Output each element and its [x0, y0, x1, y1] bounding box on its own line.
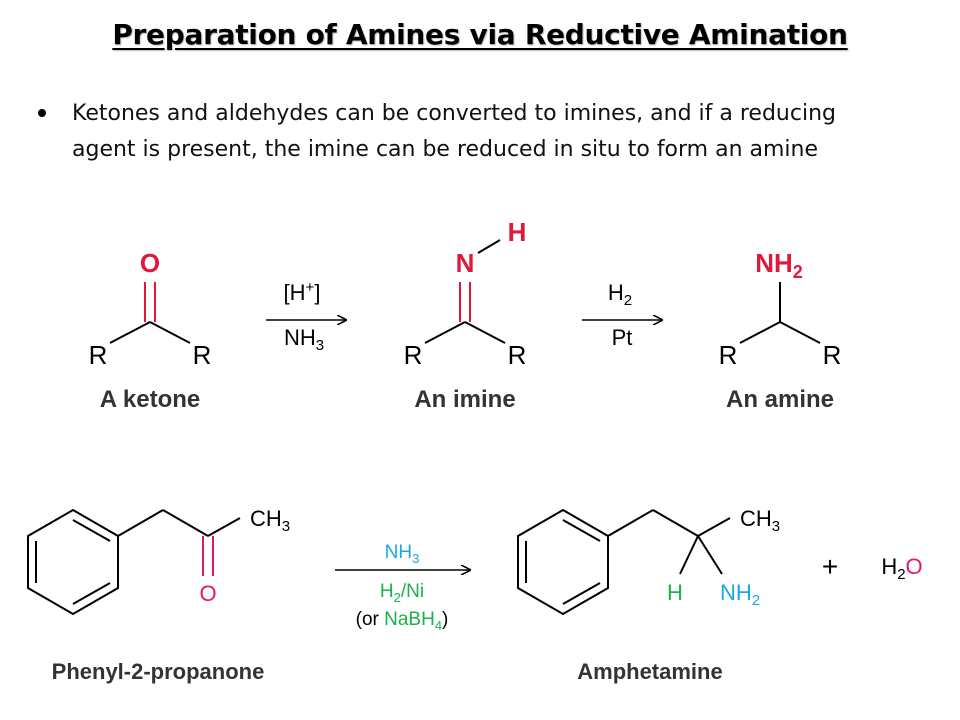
ch-h-bond [679, 535, 699, 575]
product-methyl: CH3 [740, 506, 780, 535]
amine-caption: An amine [726, 386, 834, 413]
plus-sign: + [822, 551, 838, 582]
product-hydrogen: H [667, 580, 683, 605]
step2-below: Pt [612, 325, 633, 350]
ketone-r-left: R [89, 340, 108, 370]
ketone-bond-left [109, 321, 151, 344]
reagents-arrow: NH3 H2/Ni (or NaBH4) [335, 542, 470, 633]
reactant-caption: Phenyl-2-propanone [52, 659, 265, 684]
ketone-caption: A ketone [100, 386, 200, 413]
step1-arrow: [H+] NH3 [266, 279, 346, 354]
benzene-inner-bond [72, 582, 111, 605]
amine-group: NH2 [755, 248, 803, 282]
amine-r-left: R [719, 340, 738, 370]
ch2-bond [117, 509, 164, 537]
product-caption: Amphetamine [577, 659, 722, 684]
methyl-bond [207, 517, 241, 537]
imine-bond-left [424, 321, 466, 344]
reagent-alternative: (or NaBH4) [356, 609, 449, 633]
ch2-bond [607, 509, 654, 537]
page-title: Preparation of Amines via Reductive Amin… [112, 18, 848, 51]
ketone-bond-right [149, 321, 191, 344]
imine-hydrogen: H [508, 217, 527, 247]
ch2-ch-bond [652, 509, 699, 537]
product-amine-group: NH2 [720, 580, 760, 609]
benzene-inner-bond [562, 582, 601, 605]
ketone-oxygen: O [140, 248, 160, 278]
ketone-structure: O R R A ketone [89, 248, 212, 413]
amphetamine-structure: CH3 H NH2 Amphetamine [517, 506, 780, 684]
reagent-ammonia: NH3 [385, 542, 420, 566]
benzene-inner-bond [72, 519, 111, 542]
bullet-dot [38, 109, 46, 117]
water: H2O [881, 554, 922, 583]
reactant-methyl: CH3 [250, 506, 290, 535]
step1-above: [H+] [284, 279, 321, 305]
methyl-bond [697, 517, 731, 537]
amine-r-right: R [823, 340, 842, 370]
ch-nh2-bond [697, 535, 723, 575]
reagent-hydrogen-nickel: H2/Ni [380, 581, 424, 605]
imine-r-left: R [404, 340, 423, 370]
step2-arrow: H2 Pt [582, 280, 662, 350]
ch2-carbonyl-bond [162, 509, 209, 537]
benzene-inner-bond [562, 519, 601, 542]
step2-above: H2 [608, 280, 632, 309]
phenyl-2-propanone-structure: CH3 O Phenyl-2-propanone [27, 506, 290, 684]
bullet-text: Ketones and aldehydes can be converted t… [72, 101, 836, 162]
imine-caption: An imine [414, 386, 515, 413]
imine-nitrogen: N [456, 248, 475, 278]
imine-nh-bond [477, 239, 501, 254]
amine-structure: NH2 R R An amine [719, 248, 842, 413]
imine-bond-right [464, 321, 506, 344]
step1-below: NH3 [284, 325, 324, 354]
imine-structure: N H R R An imine [404, 217, 527, 413]
amine-bond-right [779, 321, 821, 344]
amine-bond-left [739, 321, 781, 344]
reactant-oxygen: O [199, 581, 216, 606]
benzene-ring-product [517, 508, 609, 616]
benzene-ring-reactant [27, 508, 119, 616]
ketone-r-right: R [193, 340, 212, 370]
imine-r-right: R [508, 340, 527, 370]
